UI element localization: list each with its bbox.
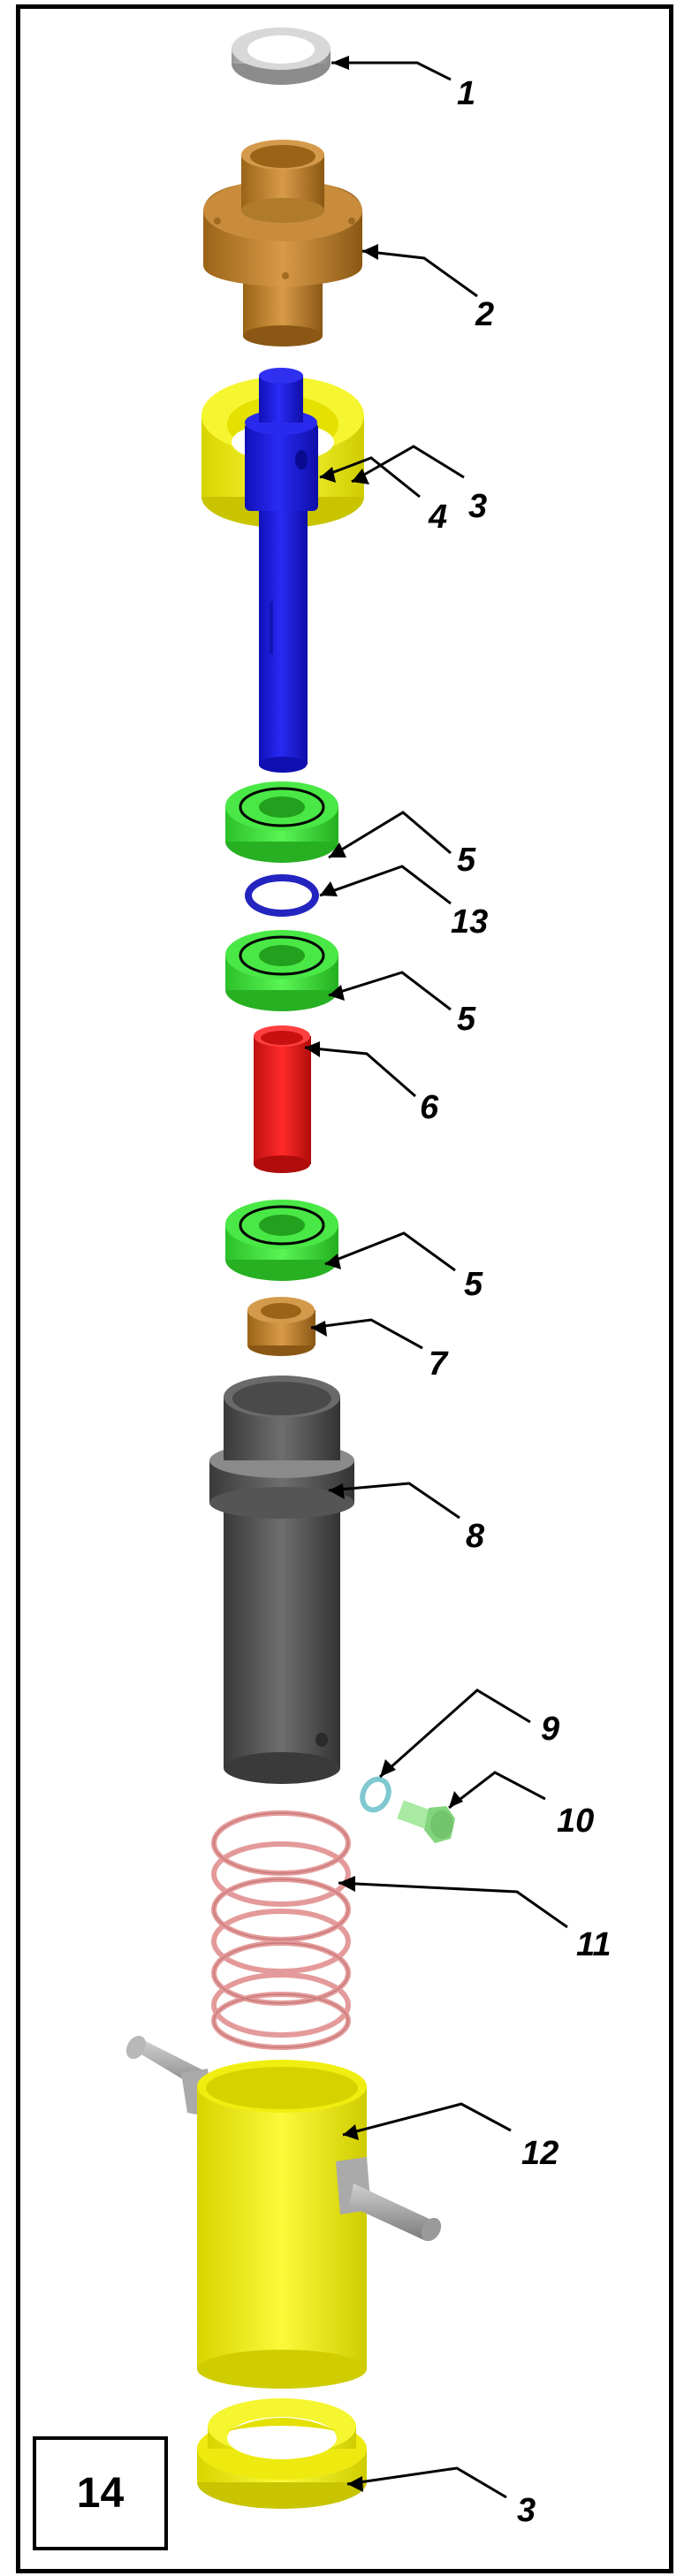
part-8-housing-tube (209, 1376, 354, 1784)
callout-10: 10 (557, 1802, 594, 1840)
leader-lines (304, 56, 568, 2499)
callout-8: 8 (466, 1518, 485, 1555)
part-5-bearing-lower (225, 1200, 338, 1281)
callout-7: 7 (429, 1345, 449, 1383)
callout-12: 12 (521, 2135, 559, 2172)
part-1-ring (232, 27, 331, 85)
part-6-spacer-tube (254, 1025, 311, 1173)
part-12-right-pin (336, 2157, 442, 2242)
callout-9: 9 (541, 1711, 559, 1748)
callout-1: 1 (457, 75, 475, 112)
callout-13: 13 (451, 903, 488, 941)
callout-11: 11 (576, 1926, 611, 1963)
callout-2: 2 (475, 296, 494, 333)
part-4-shaft (245, 368, 318, 773)
callout-3-lower: 3 (517, 2492, 536, 2529)
callout-labels: 1 2 3 4 5 13 5 6 5 7 8 9 10 11 12 3 (420, 75, 611, 2529)
part-7-bushing (247, 1297, 315, 1356)
figure-number: 14 (76, 2470, 125, 2517)
part-13-o-ring (245, 874, 319, 917)
spring-shading (213, 1812, 349, 2048)
callout-5-upper: 5 (457, 842, 476, 879)
part-3-collar-lower (197, 2398, 367, 2509)
callout-5-middle: 5 (457, 1001, 476, 1038)
drawing-frame (16, 4, 673, 2573)
part-5-bearing-upper (225, 781, 338, 863)
part-12-cylinder (125, 2035, 442, 2389)
part-5-bearing-middle (225, 930, 338, 1011)
part-10-screw (397, 1800, 455, 1843)
callout-5-lower: 5 (464, 1266, 483, 1303)
callout-4: 4 (428, 499, 447, 536)
figure-number-box: 14 (33, 2436, 168, 2550)
part-2-flanged-bushing (203, 140, 362, 347)
callout-6: 6 (420, 1089, 439, 1126)
part-9-washer (360, 1776, 391, 1813)
callout-3-upper: 3 (468, 488, 487, 525)
